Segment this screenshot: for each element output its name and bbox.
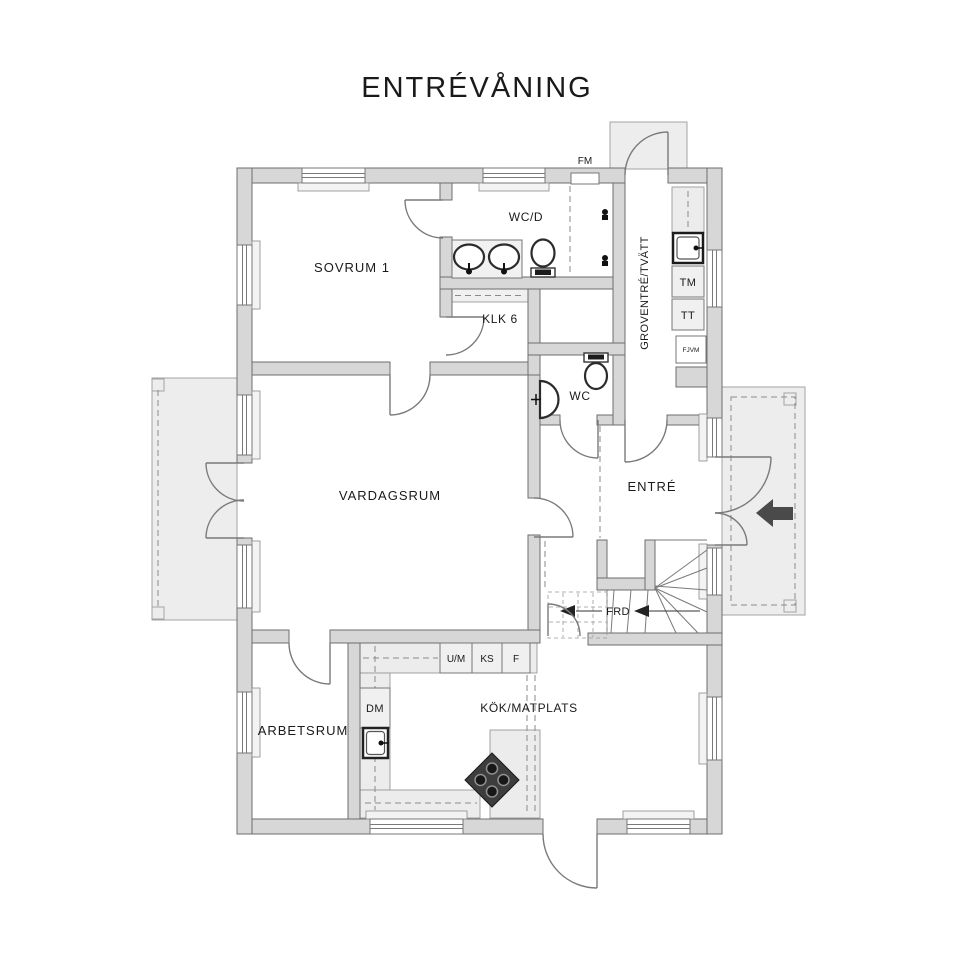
shower-mixer-icon bbox=[602, 209, 608, 215]
window-left-vardagsrum-2 bbox=[236, 540, 261, 613]
corner-sink-icon bbox=[538, 379, 560, 420]
window-right-kok bbox=[698, 692, 723, 765]
wall-groventre-left bbox=[612, 182, 626, 426]
wall-left-upper bbox=[236, 167, 253, 464]
appliance-labels: FM TM TT FJVM U/M KS F DM bbox=[366, 156, 699, 715]
walls bbox=[236, 167, 723, 835]
window-top-sovrum bbox=[297, 167, 370, 192]
door-vardagsrum bbox=[533, 497, 574, 538]
door-sovrum bbox=[389, 374, 431, 416]
window-left-arbetsrum bbox=[236, 687, 261, 758]
porches bbox=[151, 121, 806, 621]
porch-post-icon bbox=[783, 392, 797, 406]
label-fjvm: FJVM bbox=[683, 347, 700, 354]
label-f: F bbox=[513, 654, 519, 665]
toilet-icon bbox=[530, 238, 556, 268]
wall-vardagsrum-right-lower bbox=[527, 534, 541, 638]
label-frd: FRD bbox=[606, 606, 630, 618]
wall-top-left bbox=[236, 167, 626, 184]
faucet-icon bbox=[501, 268, 507, 275]
fridge-box bbox=[471, 642, 503, 674]
faucet-icon bbox=[466, 268, 472, 275]
fixtures bbox=[359, 209, 707, 808]
label-klk: KLK 6 bbox=[482, 312, 518, 326]
window-left-vardagsrum-1 bbox=[236, 390, 261, 460]
shower-mixer-icon bbox=[602, 255, 608, 261]
label-um: U/M bbox=[447, 654, 465, 665]
window-bottom-kok bbox=[365, 810, 468, 835]
window-top-wcd bbox=[478, 167, 550, 192]
label-tm: TM bbox=[680, 277, 697, 289]
fm-meter-box bbox=[570, 172, 600, 185]
porch-dashed-outlines bbox=[157, 390, 796, 608]
porch-post-icon bbox=[783, 599, 797, 613]
top-entry-porch bbox=[609, 121, 688, 170]
wall-wc-bottom-stub2 bbox=[596, 414, 614, 426]
label-wc: WC bbox=[569, 389, 590, 403]
wall-klk-right bbox=[527, 282, 541, 376]
heat-meter-box bbox=[675, 335, 707, 364]
door-arbetsrum bbox=[288, 642, 331, 685]
wall-arbetsrum-right bbox=[347, 642, 361, 820]
wall-vardagsrum-right-upper bbox=[527, 374, 541, 499]
dishwasher-box bbox=[359, 687, 391, 729]
label-fm: FM bbox=[578, 156, 592, 167]
room-labels: SOVRUM 1 WC/D KLK 6 GROVENTRÉ/TVÄTT WC V… bbox=[258, 210, 676, 738]
window-right-groventre bbox=[706, 249, 723, 308]
doors bbox=[205, 131, 772, 889]
door-groventre-porch bbox=[624, 131, 669, 176]
oven-microwave-box bbox=[439, 642, 473, 674]
door-wcd bbox=[404, 199, 444, 239]
right-entrance-porch bbox=[721, 386, 806, 616]
terrace-post-icon bbox=[151, 606, 165, 620]
label-dm: DM bbox=[366, 703, 384, 715]
wall-klk-vardagsrum bbox=[429, 361, 541, 376]
label-vardagsrum: VARDAGSRUM bbox=[339, 488, 441, 503]
freezer-box bbox=[501, 642, 531, 674]
frd-storage-outline bbox=[547, 591, 608, 639]
wall-stair-bottom bbox=[587, 632, 723, 646]
door-wc bbox=[559, 419, 599, 459]
wall-vardagsrum-bottom-left bbox=[251, 629, 290, 644]
wall-stub-laundry bbox=[675, 366, 708, 388]
window-right-entre-2 bbox=[698, 543, 723, 600]
label-sovrum1: SOVRUM 1 bbox=[314, 260, 390, 275]
toilet-icon bbox=[583, 361, 609, 391]
wall-sovrum-stub bbox=[439, 182, 453, 201]
label-entre: ENTRÉ bbox=[627, 479, 676, 494]
left-terrace bbox=[151, 377, 238, 621]
label-ks: KS bbox=[480, 654, 494, 665]
door-kitchen-exterior bbox=[542, 833, 598, 889]
window-left-sovrum bbox=[236, 240, 261, 310]
windows bbox=[236, 167, 723, 835]
stove-icon bbox=[464, 752, 520, 808]
label-tt: TT bbox=[681, 310, 695, 322]
terrace-post-icon bbox=[151, 378, 165, 392]
wall-left-lower bbox=[236, 537, 253, 835]
wall-wc-top bbox=[527, 342, 626, 356]
wall-sovrum-vardagsrum bbox=[251, 361, 391, 376]
label-groventre: GROVENTRÉ/TVÄTT bbox=[638, 236, 651, 350]
zone-dashes bbox=[544, 186, 601, 591]
window-right-entre-1 bbox=[698, 413, 723, 462]
door-terrace-bottom bbox=[205, 499, 245, 539]
stair-newel-right bbox=[644, 539, 656, 591]
door-groventre-entre bbox=[624, 419, 668, 463]
door-klk bbox=[445, 316, 485, 356]
door-entrance-small bbox=[714, 512, 748, 546]
dryer-box bbox=[671, 298, 705, 331]
label-wcd: WC/D bbox=[509, 210, 543, 224]
page-title: ENTRÉVÅNING bbox=[361, 71, 592, 104]
wall-right-lower bbox=[706, 544, 723, 835]
wall-right-upper bbox=[706, 167, 723, 458]
window-bottom-matplats bbox=[622, 810, 695, 835]
washing-machine-box bbox=[671, 265, 705, 298]
door-entrance-main bbox=[714, 456, 772, 514]
wall-wcd-bottom bbox=[439, 276, 626, 290]
label-kok: KÖK/MATPLATS bbox=[480, 701, 577, 715]
label-arbetsrum: ARBETSRUM bbox=[258, 723, 349, 738]
entrance-arrow-icon bbox=[756, 499, 793, 527]
door-frd bbox=[547, 603, 581, 637]
wall-vardagsrum-kitchen bbox=[329, 629, 541, 644]
